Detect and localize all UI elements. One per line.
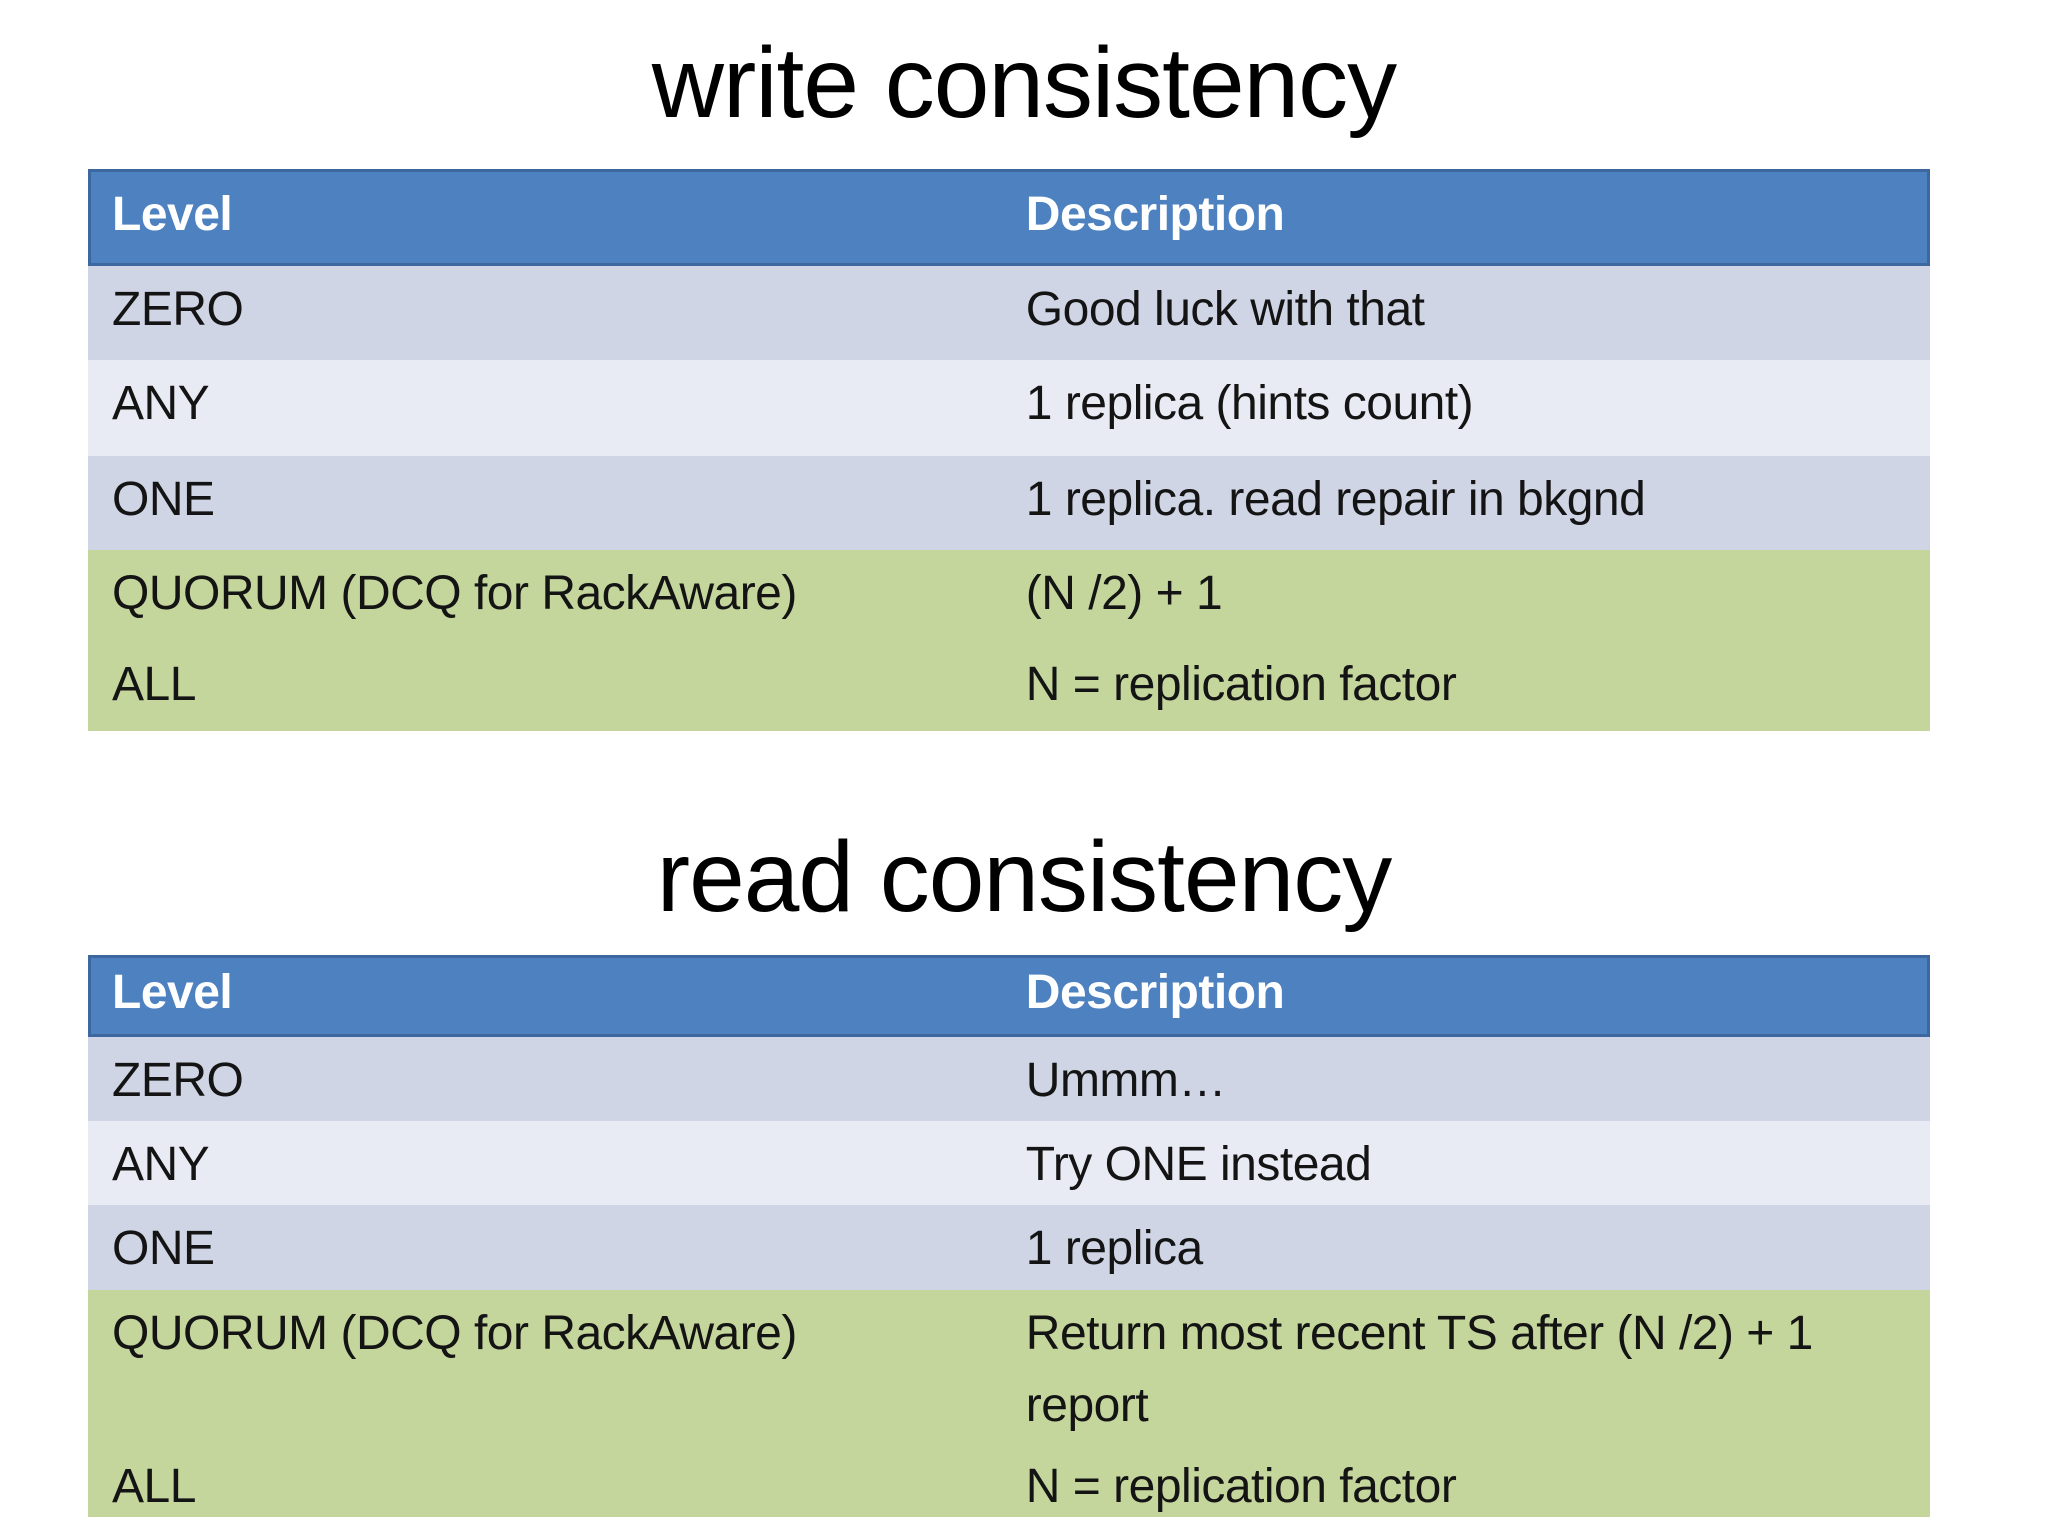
level-value: ONE bbox=[112, 1222, 215, 1275]
write-header-level-cell: Level bbox=[88, 169, 1000, 266]
write-table-header-row: Level Description bbox=[88, 169, 1930, 266]
level-cell: ZERO bbox=[88, 266, 1000, 360]
read-row-zero: ZERO Ummm… bbox=[88, 1037, 1930, 1121]
description-value: 1 replica. read repair in bkgnd bbox=[1025, 473, 1646, 526]
read-consistency-title: read consistency bbox=[656, 821, 1392, 933]
description-cell: N = replication factor bbox=[1000, 641, 1930, 731]
level-value: ZERO bbox=[112, 283, 244, 336]
write-header-level-label: Level bbox=[112, 187, 233, 241]
read-row-one: ONE 1 replica bbox=[88, 1205, 1930, 1290]
description-cell: 1 replica. read repair in bkgnd bbox=[1000, 456, 1930, 550]
description-value: Try ONE instead bbox=[1025, 1138, 1372, 1191]
description-cell: Return most recent TS after (N /2) + 1 r… bbox=[1000, 1290, 1930, 1443]
read-header-description-cell: Description bbox=[1000, 955, 1930, 1037]
level-cell: ALL bbox=[88, 641, 1000, 731]
description-value: Return most recent TS after (N /2) + 1 r… bbox=[1025, 1307, 1814, 1432]
description-value: 1 replica bbox=[1025, 1222, 1203, 1275]
level-cell: ANY bbox=[88, 360, 1000, 456]
read-row-all: ALL N = replication factor bbox=[88, 1443, 1930, 1517]
description-value: N = replication factor bbox=[1025, 658, 1457, 711]
read-header-level-cell: Level bbox=[88, 955, 1000, 1037]
write-header-description-cell: Description bbox=[1000, 169, 1930, 266]
description-cell: Try ONE instead bbox=[1000, 1121, 1930, 1205]
read-row-any: ANY Try ONE instead bbox=[88, 1121, 1930, 1205]
write-row-any: ANY 1 replica (hints count) bbox=[88, 360, 1930, 456]
read-row-quorum: QUORUM (DCQ for RackAware) Return most r… bbox=[88, 1290, 1930, 1443]
level-value: ANY bbox=[112, 1138, 210, 1191]
description-cell: Ummm… bbox=[1000, 1037, 1930, 1121]
level-cell: ANY bbox=[88, 1121, 1000, 1205]
write-consistency-title: write consistency bbox=[651, 27, 1397, 139]
level-cell: ALL bbox=[88, 1443, 1000, 1517]
level-cell: ONE bbox=[88, 456, 1000, 550]
level-value: QUORUM (DCQ for RackAware) bbox=[112, 567, 797, 620]
level-cell: ONE bbox=[88, 1205, 1000, 1290]
description-value: 1 replica (hints count) bbox=[1025, 377, 1474, 430]
description-cell: 1 replica bbox=[1000, 1205, 1930, 1290]
description-value: (N /2) + 1 bbox=[1025, 567, 1223, 620]
description-cell: Good luck with that bbox=[1000, 266, 1930, 360]
level-value: ALL bbox=[112, 658, 196, 711]
read-table-header-row: Level Description bbox=[88, 955, 1930, 1037]
level-cell: QUORUM (DCQ for RackAware) bbox=[88, 550, 1000, 641]
write-row-all: ALL N = replication factor bbox=[88, 641, 1930, 731]
level-value: ANY bbox=[112, 377, 210, 430]
description-value: Ummm… bbox=[1025, 1054, 1227, 1107]
description-cell: N = replication factor bbox=[1000, 1443, 1930, 1517]
write-row-quorum: QUORUM (DCQ for RackAware) (N /2) + 1 bbox=[88, 550, 1930, 641]
level-value: QUORUM (DCQ for RackAware) bbox=[112, 1307, 797, 1360]
write-row-zero: ZERO Good luck with that bbox=[88, 266, 1930, 360]
read-header-level-label: Level bbox=[112, 966, 233, 1019]
level-value: ONE bbox=[112, 473, 215, 526]
description-value: Good luck with that bbox=[1025, 283, 1425, 336]
description-cell: (N /2) + 1 bbox=[1000, 550, 1930, 641]
read-consistency-table: Level Description ZERO Ummm… ANY Try ONE… bbox=[88, 955, 1930, 1517]
write-header-description-label: Description bbox=[1025, 187, 1285, 241]
write-consistency-table: Level Description ZERO Good luck with th… bbox=[88, 169, 1930, 731]
level-cell: QUORUM (DCQ for RackAware) bbox=[88, 1290, 1000, 1443]
level-value: ALL bbox=[112, 1460, 196, 1513]
description-value: N = replication factor bbox=[1025, 1460, 1457, 1513]
description-cell: 1 replica (hints count) bbox=[1000, 360, 1930, 456]
level-cell: ZERO bbox=[88, 1037, 1000, 1121]
write-row-one: ONE 1 replica. read repair in bkgnd bbox=[88, 456, 1930, 550]
level-value: ZERO bbox=[112, 1054, 244, 1107]
read-header-description-label: Description bbox=[1025, 966, 1285, 1019]
